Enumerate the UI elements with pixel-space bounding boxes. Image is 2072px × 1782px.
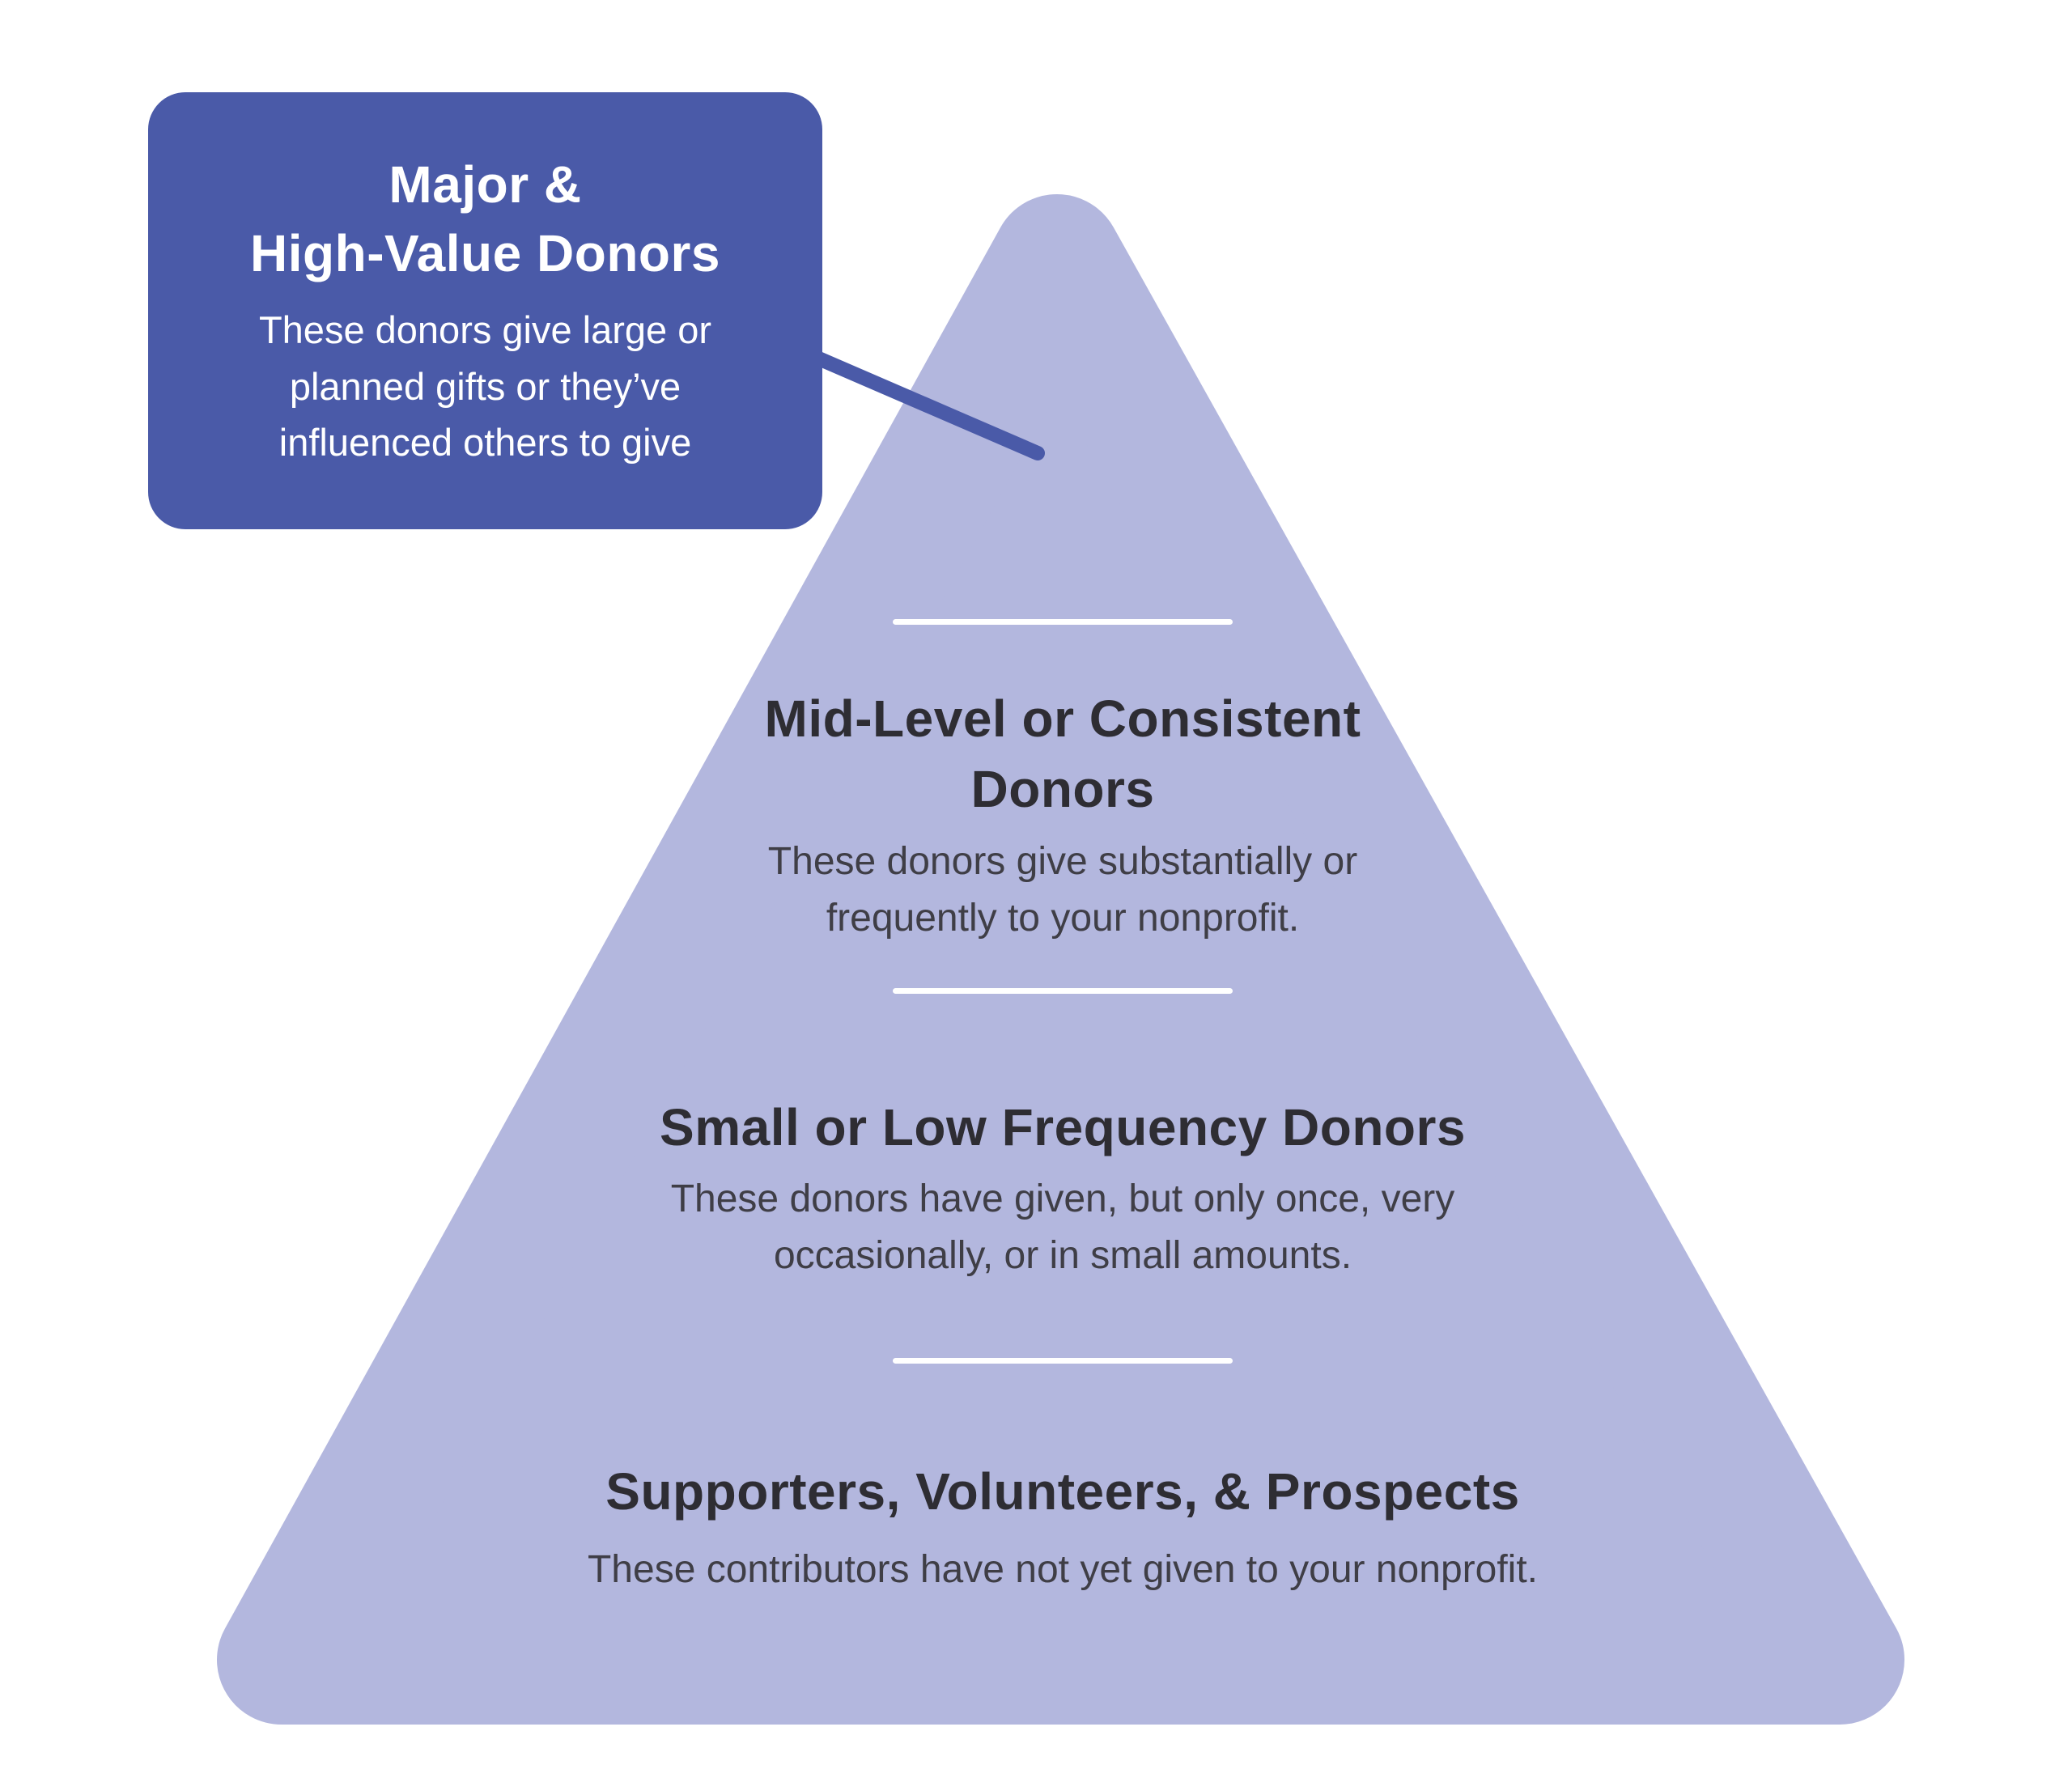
callout-connector-line [802, 347, 1045, 460]
tier-title: Supporters, Volunteers, & Prospects [605, 1462, 1520, 1521]
callout-title-line2: High-Value Donors [250, 223, 720, 282]
callout-title: Major & High-Value Donors [250, 151, 720, 287]
callout-title-line1: Major & [388, 155, 582, 214]
callout-box: Major & High-Value Donors These donors g… [148, 92, 822, 529]
tier-title: Small or Low Frequency Donors [660, 1098, 1466, 1156]
callout-description: These donors give large or planned gifts… [258, 308, 712, 465]
pyramid-shape [217, 194, 1904, 1725]
tier-description: These contributors have not yet given to… [587, 1548, 1538, 1591]
tier-divider [893, 988, 1233, 994]
tier-divider [893, 1358, 1233, 1364]
tier-divider [893, 619, 1233, 625]
tier-title: Mid-Level or Consistent Donors [764, 689, 1361, 819]
tier-description: These donors give substantially or frequ… [767, 840, 1358, 940]
tier-description: These donors have given, but only once, … [670, 1177, 1455, 1278]
